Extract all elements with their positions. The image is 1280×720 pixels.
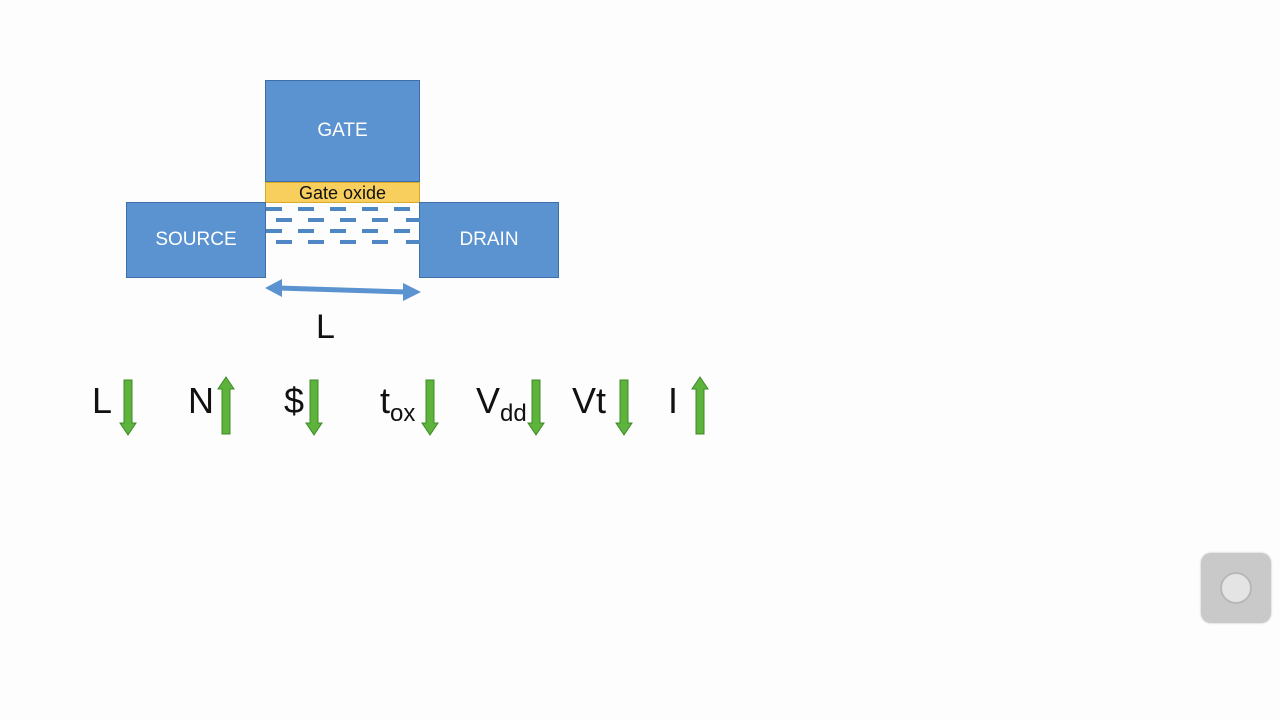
trend-symbol: Vdd — [476, 380, 527, 427]
arrow-down-icon — [305, 379, 323, 436]
source-block: SOURCE — [126, 202, 266, 278]
trend-symbol: N — [188, 380, 214, 421]
drain-label: DRAIN — [459, 229, 519, 250]
channel-length-arrow — [265, 279, 421, 301]
trend-item: L — [92, 376, 138, 438]
trend-item: Vdd — [476, 376, 546, 438]
arrow-down-icon — [527, 379, 545, 436]
arrow-down-icon — [119, 379, 137, 436]
length-label: L — [316, 308, 335, 346]
arrow-up-icon — [691, 376, 709, 435]
gate-oxide-label: Gate oxide — [298, 182, 387, 203]
trend-item: $ — [284, 376, 324, 438]
trend-symbol: I — [668, 380, 679, 421]
trend-item: tox — [380, 376, 440, 438]
arrow-up-icon — [217, 376, 235, 435]
gate-label: GATE — [317, 120, 368, 141]
gate-block: GATE — [265, 80, 420, 182]
trend-item: I — [668, 376, 710, 438]
drain-block: DRAIN — [419, 202, 559, 278]
trend-symbol: tox — [380, 380, 416, 427]
record-button[interactable] — [1201, 553, 1271, 623]
source-label: SOURCE — [155, 229, 237, 250]
gate-oxide-layer: Gate oxide — [265, 182, 420, 203]
trend-symbol: Vt — [572, 380, 607, 421]
trend-item: N — [188, 376, 236, 438]
trend-item: Vt — [572, 376, 634, 438]
arrow-down-icon — [421, 379, 439, 436]
record-icon — [1220, 572, 1252, 604]
arrow-down-icon — [615, 379, 633, 436]
trend-symbol: L — [92, 380, 113, 421]
trend-symbol: $ — [284, 380, 305, 421]
channel-charge-dashes — [266, 207, 420, 244]
